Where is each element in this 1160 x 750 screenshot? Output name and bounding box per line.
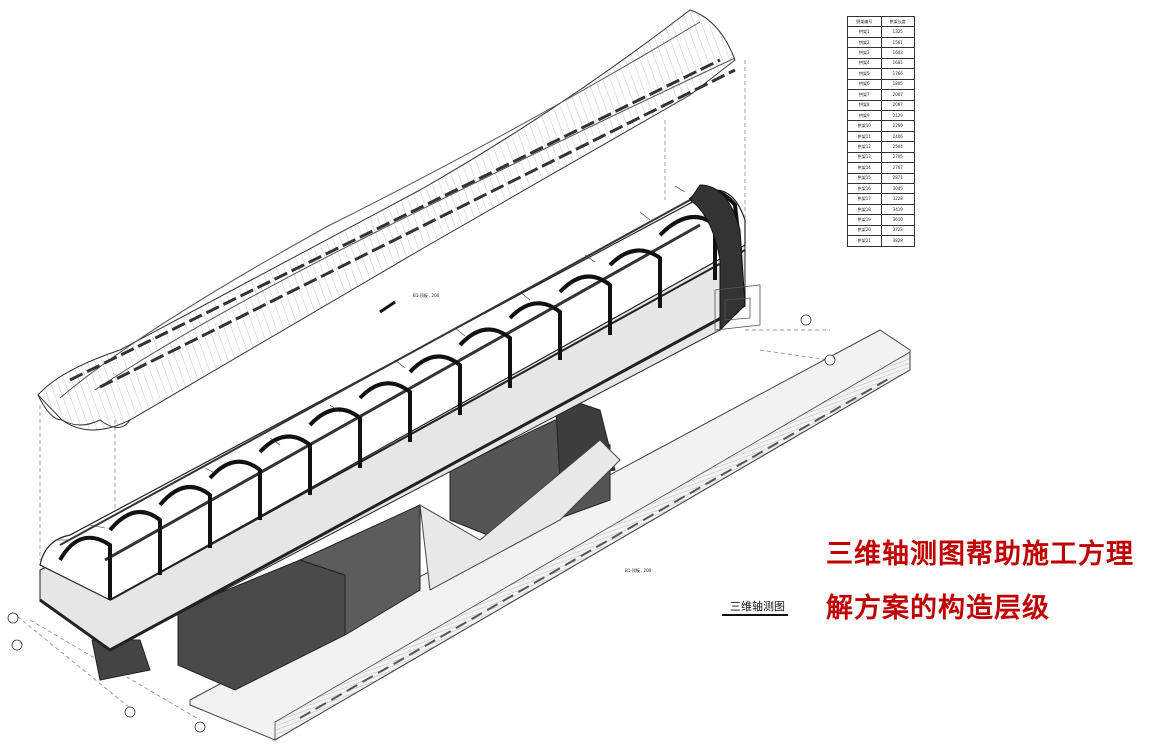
schedule-cell: 拱架2	[847, 36, 882, 49]
schedule-cell: 拱架11	[847, 130, 882, 143]
schedule-cell: 拱架3	[847, 47, 882, 59]
schedule-cell: 拱架15	[847, 172, 882, 185]
schedule-cell: 2129	[880, 109, 915, 122]
schedule-cell: 2067	[880, 99, 915, 111]
elevation-label-lower: B1-顶板 , 200	[625, 568, 652, 573]
caption-line-2: 解方案的构造层级	[826, 593, 1050, 624]
schedule-cell: 2705	[880, 151, 915, 164]
schedule-cell: 拱架6	[847, 78, 882, 91]
schedule-header-id: 拱架编号	[847, 15, 882, 28]
schedule-header-length: 拱架长度	[880, 15, 915, 28]
schedule-cell: 3228	[880, 193, 915, 205]
schedule-cell: 3419	[880, 203, 915, 216]
schedule-cell: 拱架10	[847, 120, 882, 132]
schedule-cell: 1681	[880, 57, 915, 70]
schedule-cell: 拱架17	[847, 193, 882, 205]
schedule-cell: 1325	[880, 26, 915, 38]
schedule-cell: 拱架4	[847, 57, 882, 70]
schedule-cell: 2406	[880, 130, 915, 143]
schedule-cell: 拱架18	[847, 203, 882, 216]
schedule-cell: 拱架20	[847, 224, 882, 237]
schedule-cell: 拱架9	[847, 109, 882, 122]
structure-blocks	[91, 394, 621, 691]
schedule-cell: 1603	[880, 47, 915, 59]
schedule-cell: 拱架14	[847, 162, 882, 174]
schedule-cell: 3828	[880, 235, 915, 247]
schedule-cell: 2260	[880, 120, 915, 132]
schedule-cell: 2544	[880, 141, 915, 153]
elevation-label-upper: B1-顶板 , 200	[413, 293, 440, 298]
schedule-cell: 1561	[880, 36, 915, 49]
schedule-cell: 拱架7	[847, 89, 882, 101]
schedule-cell: 拱架1	[847, 26, 882, 38]
schedule-cell: 拱架19	[847, 214, 882, 226]
schedule-cell: 3045	[880, 182, 915, 195]
schedule-cell: 拱架21	[847, 235, 882, 247]
schedule-header-row: 拱架编号 拱架长度	[847, 15, 915, 28]
end-detail	[379, 284, 761, 331]
schedule-cell: 拱架5	[847, 68, 882, 80]
caption-line-1: 三维轴测图帮助施工方理	[826, 539, 1134, 570]
arched-canopy	[39, 184, 746, 652]
schedule-cell: 1805	[880, 78, 915, 91]
schedule-cell: 2007	[880, 89, 915, 101]
schedule-cell: 拱架12	[847, 141, 882, 153]
schedule-cell: 拱架16	[847, 182, 882, 195]
schedule-cell: 3610	[880, 214, 915, 226]
view-title: 三维轴测图	[730, 600, 785, 613]
schedule-cell: 2767	[880, 162, 915, 174]
view-title-underline	[722, 614, 788, 616]
frame-callouts	[55, 185, 686, 541]
grid-markers	[7, 314, 836, 733]
schedule-cell: 拱架8	[847, 99, 882, 111]
exploded-roof-shell	[37, 9, 736, 431]
schedule-cell: 2871	[880, 172, 915, 185]
schedule-cell: 1766	[880, 68, 915, 80]
schedule-cell: 3723	[880, 224, 915, 237]
schedule-cell: 拱架13	[847, 151, 882, 164]
foundation-slab	[189, 329, 911, 741]
